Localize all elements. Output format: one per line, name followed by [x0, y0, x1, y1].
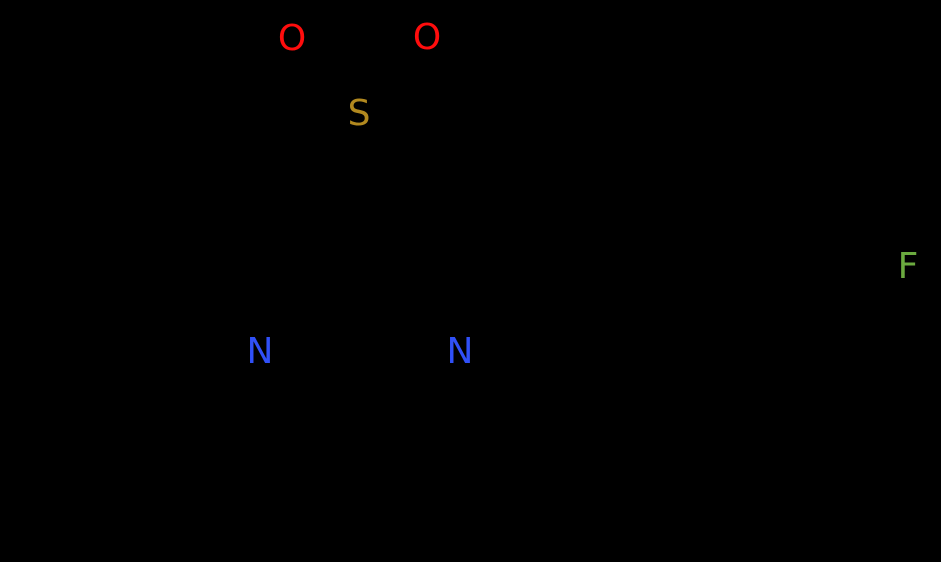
- atom-oxygen-2: O: [412, 17, 442, 58]
- atom-sulfur: S: [347, 93, 371, 134]
- atom-fluorine: F: [897, 246, 919, 287]
- atom-nitrogen-2: N: [446, 331, 474, 372]
- atom-nitrogen-1: N: [246, 331, 274, 372]
- atom-oxygen-1: O: [277, 18, 307, 59]
